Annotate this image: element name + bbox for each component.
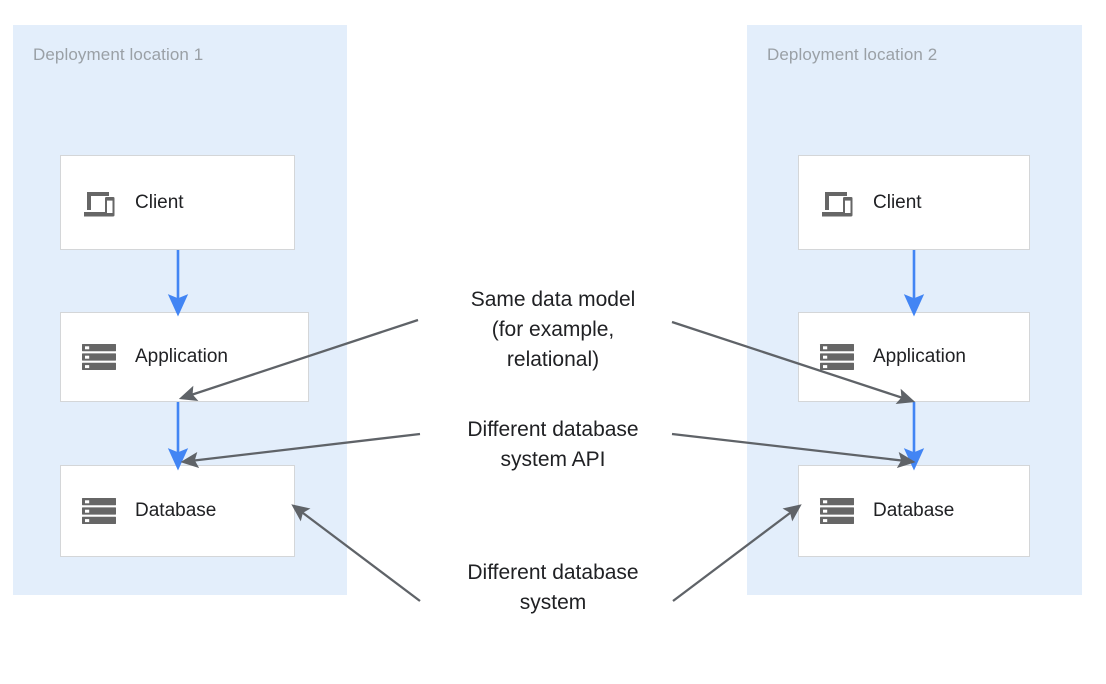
deployment-location-1-title: Deployment location 1 [33,45,204,64]
devices-icon [817,183,857,223]
node-database-location-1[interactable]: Database [60,465,295,557]
server-rack-icon [817,337,857,377]
node-label: Application [135,346,228,367]
annotation-label-different-database-system: Different database system [467,561,639,614]
node-client-location-2[interactable]: Client [798,155,1030,250]
devices-icon [79,183,119,223]
node-label: Application [873,346,966,367]
node-client-location-1[interactable]: Client [60,155,295,250]
node-database-location-2[interactable]: Database [798,465,1030,557]
node-label: Client [135,191,184,213]
node-label: Database [873,500,955,521]
node-application-location-2[interactable]: Application [798,312,1030,402]
deployment-location-2-title: Deployment location 2 [767,45,938,64]
node-application-location-1[interactable]: Application [60,312,309,402]
server-rack-icon [79,491,119,531]
node-label: Database [135,500,217,521]
annotation-label-different-database-system-api: Different database system API [467,418,639,471]
server-rack-icon [817,491,857,531]
server-rack-icon [79,337,119,377]
annotation-label-same-data-model: Same data model (for example, relational… [470,288,636,371]
node-label: Client [873,191,922,213]
